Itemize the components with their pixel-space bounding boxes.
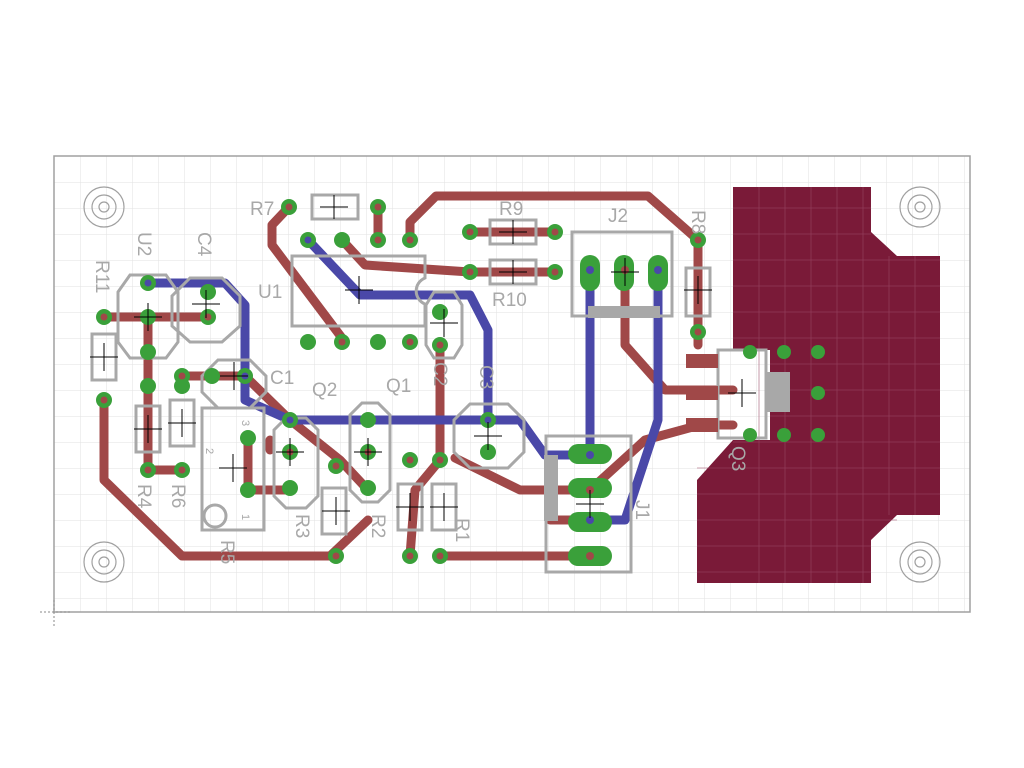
label-c3: C3	[475, 365, 496, 389]
j2-tab	[588, 306, 660, 318]
label-u2: U2	[133, 232, 154, 256]
label-r4: R4	[133, 484, 154, 509]
q1-body	[348, 401, 392, 504]
label-r9: R9	[499, 199, 523, 220]
q3-leads	[686, 354, 718, 432]
origin-marker	[40, 600, 70, 628]
label-r11: R11	[91, 260, 112, 293]
mounting-holes	[83, 186, 941, 583]
label-r1: R1	[451, 518, 472, 542]
label-r7: R7	[250, 199, 274, 220]
mounting-hole-bottom-left	[83, 541, 125, 583]
label-r8: R8	[687, 210, 708, 234]
silkscreen-outlines	[90, 193, 768, 574]
label-r5-pin2: 2	[203, 448, 215, 454]
label-j1: J1	[631, 500, 652, 520]
c2-body	[424, 290, 464, 360]
label-q3: Q3	[727, 446, 748, 471]
q2-body	[272, 416, 320, 510]
label-q1: Q1	[386, 376, 411, 397]
label-r10: R10	[492, 290, 527, 311]
r5-knob	[202, 503, 228, 529]
mounting-hole-bottom-right	[899, 541, 941, 583]
label-u1: U1	[258, 282, 282, 303]
label-c2: C2	[429, 362, 450, 386]
u2-body	[116, 273, 180, 360]
label-c1: C1	[270, 368, 294, 389]
q3-tab	[766, 372, 790, 412]
label-r6: R6	[167, 484, 188, 508]
r8-body	[684, 266, 712, 318]
j1-tab	[544, 455, 558, 521]
label-c4: C4	[193, 232, 214, 257]
label-r5-pin1: 1	[239, 514, 251, 520]
label-r3: R3	[291, 514, 312, 538]
label-r5-pin3: 3	[239, 420, 251, 426]
c3-body	[452, 402, 526, 470]
c4-body	[170, 276, 242, 344]
origin-crosses	[90, 195, 756, 525]
board-outline	[53, 155, 971, 613]
r5-body	[200, 406, 266, 532]
component-labels: R7 R9 J2 R8 U2 C4 R11 U1 R10 C1 Q2 Q1 C2…	[91, 199, 748, 564]
label-r2: R2	[367, 514, 388, 538]
drill-holes	[100, 203, 702, 560]
mounting-hole-top-right	[899, 186, 941, 228]
label-j2: J2	[608, 206, 628, 227]
mounting-hole-top-left	[83, 186, 125, 228]
copper-pour-grid	[697, 187, 940, 583]
label-q2: Q2	[312, 380, 337, 401]
r7-body	[310, 193, 360, 221]
label-r5: R5	[216, 540, 237, 564]
